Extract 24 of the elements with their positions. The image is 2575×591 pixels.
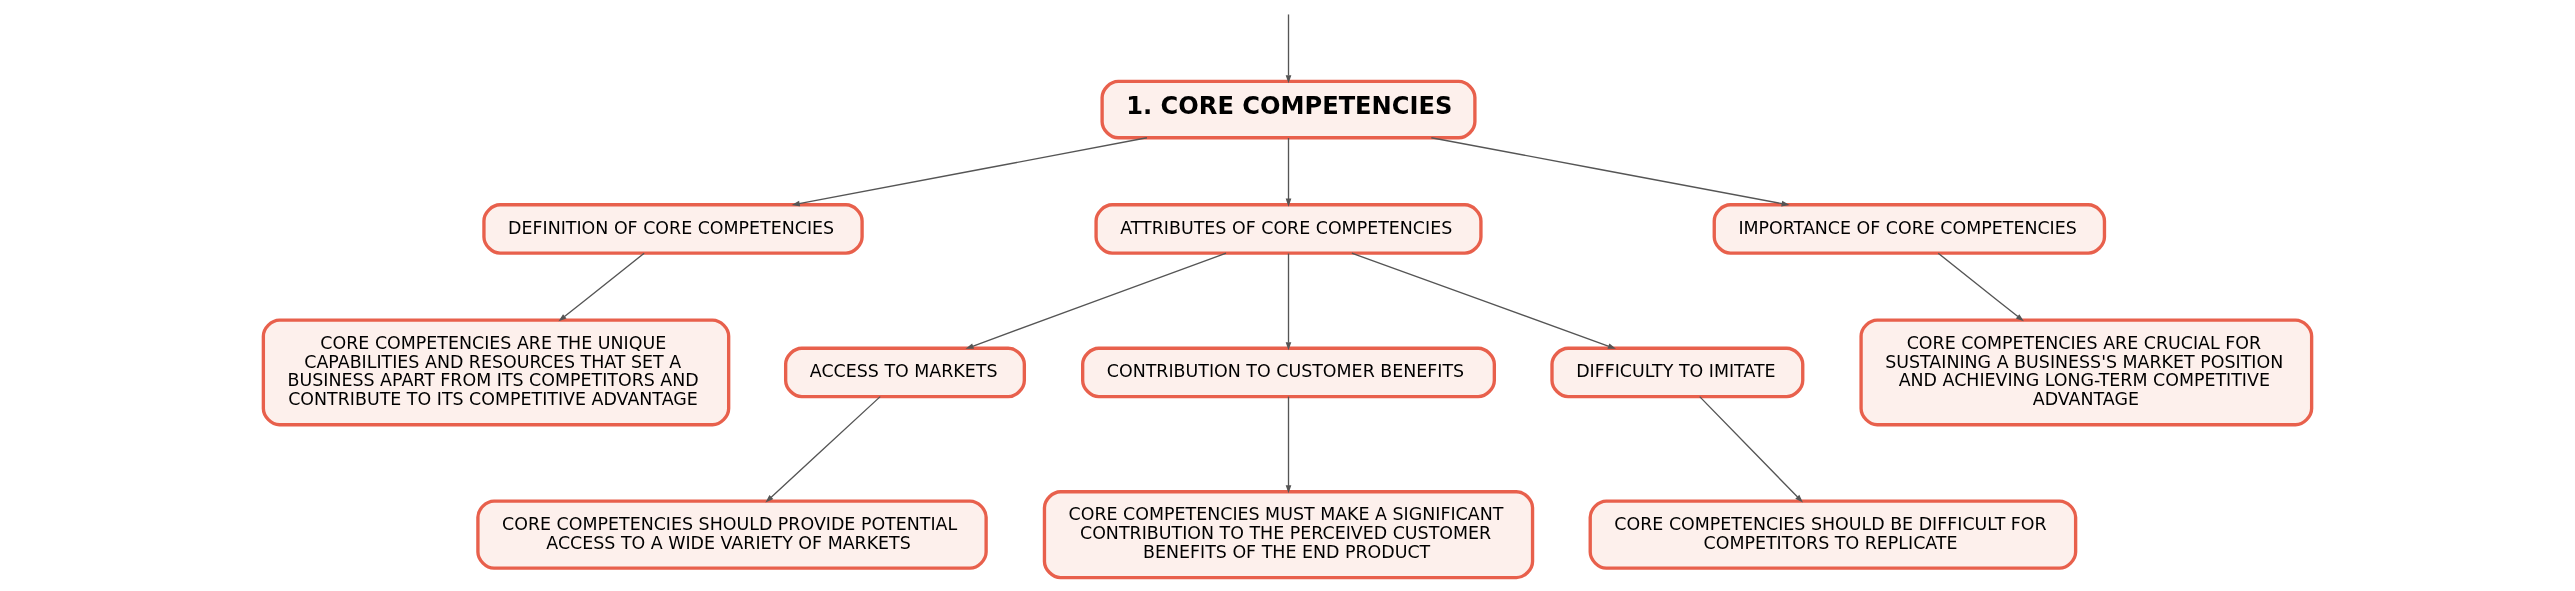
arrow: [791, 137, 1148, 207]
arrow: [1285, 137, 1292, 207]
node-box: DEFINITION OF CORE COMPETENCIES: [482, 203, 864, 255]
arrow: [1351, 252, 1616, 349]
arrow: [1285, 13, 1292, 84]
node-box: ACCESS TO MARKETS: [784, 346, 1026, 399]
node-box: CORE COMPETENCIES SHOULD BE DIFFICULT FOR COMPETITORS TO REPLICATE: [1588, 499, 2078, 570]
node-box: CORE COMPETENCIES ARE CRUCIAL FOR SUSTAINING A BUSINESS'S MARKET POSITION AND ACHIEVING LONG-TERM COMPETITIVE ADVANTAGE: [1859, 318, 2314, 427]
node-box: IMPORTANCE OF CORE COMPETENCIES: [1712, 203, 2107, 255]
arrow: [1937, 252, 2024, 322]
node-box: CONTRIBUTION TO CUSTOMER BENEFITS: [1081, 346, 1496, 399]
arrow: [1285, 252, 1292, 351]
arrow: [1285, 395, 1292, 494]
arrow: [558, 252, 645, 322]
node-box: 1. CORE COMPETENCIES: [1100, 79, 1477, 140]
node-box: CORE COMPETENCIES MUST MAKE A SIGNIFICANT CONTRIBUTION TO THE PERCEIVED CUSTOMER BENEFITS OF THE END PRODUCT: [1042, 490, 1535, 580]
arrow: [765, 395, 881, 503]
node-box: ATTRIBUTES OF CORE COMPETENCIES: [1094, 203, 1483, 255]
arrow: [1430, 137, 1790, 207]
node-box: DIFFICULTY TO IMITATE: [1550, 346, 1805, 399]
node-box: CORE COMPETENCIES SHOULD PROVIDE POTENTIAL ACCESS TO A WIDE VARIETY OF MARKETS: [476, 499, 988, 570]
arrow: [1699, 395, 1803, 503]
node-box: CORE COMPETENCIES ARE THE UNIQUE CAPABILITIES AND RESOURCES THAT SET A BUSINESS APART FROM ITS COMPETITORS AND CONTRIBUTE TO ITS COMPETITIVE ADVANTAGE: [261, 318, 731, 427]
arrow: [965, 252, 1227, 349]
